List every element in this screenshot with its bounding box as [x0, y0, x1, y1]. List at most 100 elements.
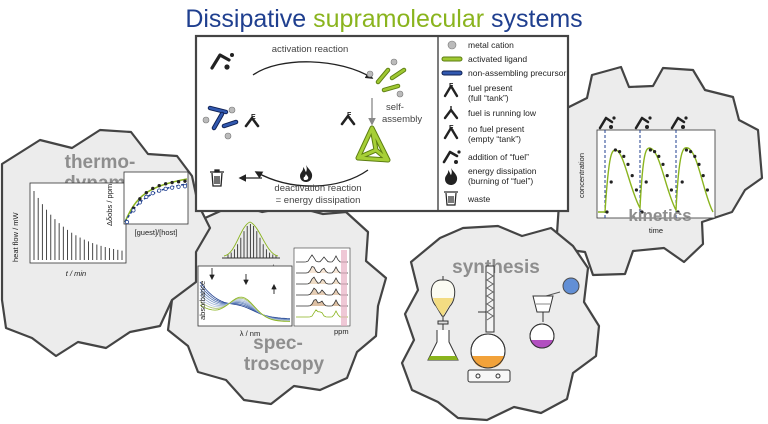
kinetics-point	[622, 154, 626, 158]
kinetics-point	[605, 210, 609, 214]
deactivation-label-line1: deactivation reaction	[274, 183, 361, 194]
legend-waste	[444, 191, 458, 206]
heat-flow-axis-label: heat flow / mW	[11, 211, 20, 262]
spectroscopy-title-line1: spec-	[253, 333, 303, 354]
titration-point	[150, 191, 155, 196]
kinetics-point	[669, 188, 674, 192]
nmr-trace-fill	[296, 299, 348, 306]
nmr-trace-fill	[296, 288, 348, 295]
nmr-trace-fill	[296, 277, 348, 284]
legend-fuel-low: fuel is running low	[443, 106, 537, 120]
kinetics-point	[657, 154, 661, 158]
legend-fuel-empty-glyph: E	[449, 125, 454, 132]
legend-dissipation: energy dissipation (burning of “fuel”)	[445, 166, 537, 186]
title-part-dissipative: Dissipative	[185, 5, 313, 33]
legend-non-assembling-text: non-assembling precursor	[468, 68, 566, 78]
titration-point	[163, 186, 168, 191]
self-assembly-label-line1: self-	[386, 102, 404, 113]
legend-activated-ligand-text: activated ligand	[468, 54, 527, 64]
fuel-addition-icon	[634, 116, 652, 130]
lambda-axis-label: λ / nm	[240, 329, 260, 338]
legend-non-assembling: non-assembling precursor	[441, 68, 566, 78]
activation-reaction-label: activation reaction	[272, 44, 349, 55]
kinetics-fuel-additions	[598, 116, 688, 130]
fuel-present-icon: F	[340, 112, 356, 126]
nmr-trace	[296, 254, 348, 263]
guest-host-axis-label: [guest]/[host]	[135, 228, 178, 237]
legend: metal cation activated ligand non-assemb…	[441, 40, 566, 206]
tetrahedral-cage	[355, 125, 391, 163]
titration-point	[137, 200, 142, 205]
reflux-setup-icon	[467, 265, 511, 383]
kinetics-point	[676, 210, 680, 214]
uv-vis-plot: absorbance λ / nm	[197, 265, 293, 338]
kinetics-point	[626, 162, 630, 166]
legend-fuel-low-text: fuel is running low	[468, 108, 537, 118]
titration-point	[163, 182, 168, 186]
titration-point	[157, 183, 161, 188]
legend-dissipation-text2: (burning of “fuel”)	[468, 176, 533, 186]
thermo-title-line1: thermo-	[65, 152, 136, 173]
nmr-trace	[296, 266, 348, 274]
legend-no-fuel-text2: (empty “tank”)	[468, 134, 521, 144]
kinetics-point	[613, 148, 618, 152]
fuel-addition-icon	[598, 116, 616, 130]
titration-point	[144, 190, 149, 195]
waste-bin-icon	[210, 169, 224, 187]
legend-no-fuel-text1: no fuel present	[468, 124, 525, 134]
kinetics-point	[640, 210, 644, 214]
legend-dissipation-text1: energy dissipation	[468, 166, 537, 176]
legend-addition-fuel: addition of “fuel”	[442, 150, 529, 164]
cycle-panel	[194, 34, 570, 213]
kinetics-point	[701, 174, 705, 178]
titration-point	[183, 179, 187, 183]
filtration-setup-icon	[529, 277, 580, 349]
titration-point	[176, 184, 181, 189]
legend-fuel-present-text1: fuel present	[468, 83, 513, 93]
kinetics-point	[661, 162, 665, 166]
title-part-supramolecular: supramolecular	[313, 5, 484, 33]
time-axis-label-kinetics: time	[649, 226, 663, 235]
no-fuel-icon: E	[244, 114, 260, 128]
legend-fuel-present: F fuel present (full “tank”)	[443, 83, 513, 103]
legend-fuel-full-glyph: F	[449, 83, 454, 90]
titration-point	[170, 185, 175, 190]
nmr-trace	[296, 276, 348, 285]
legend-addition-fuel-text: addition of “fuel”	[468, 152, 529, 162]
legend-fuel-present-text2: (full “tank”)	[468, 93, 509, 103]
kinetics-point	[665, 174, 669, 178]
concentration-axis-label: concentration	[577, 153, 586, 198]
legend-metal-cation-text: metal cation	[468, 40, 514, 50]
nmr-trace	[296, 309, 348, 318]
kinetics-point	[693, 154, 697, 158]
legend-activated-ligand: activated ligand	[441, 54, 527, 64]
nmr-trace	[296, 299, 348, 307]
flame-icon	[300, 165, 313, 182]
titration-point	[151, 186, 155, 191]
titration-point	[138, 197, 142, 201]
fuel-empty-glyph: E	[251, 114, 256, 121]
titration-point	[131, 208, 136, 213]
legend-metal-cation: metal cation	[447, 40, 514, 50]
uv-spectrum-trace	[199, 288, 291, 320]
kinetics-point	[648, 148, 653, 152]
kinetics-plot: concentration time kinetics	[577, 129, 716, 235]
cycle-fuel-addition-icon	[210, 53, 234, 70]
activation-arrow	[252, 61, 374, 79]
uv-spectrum-trace	[199, 296, 291, 322]
self-assembly-label-line2: assembly	[382, 114, 422, 125]
nmr-spectra: ppm	[293, 247, 351, 336]
kinetics-point	[609, 180, 613, 184]
titration-point	[170, 180, 174, 185]
kinetics-point	[689, 150, 693, 154]
titration-point	[144, 194, 149, 200]
ppm-axis-label: ppm	[334, 327, 349, 336]
kinetics-point	[684, 148, 689, 152]
kinetics-point	[705, 188, 710, 192]
titration-point	[124, 219, 130, 225]
titration-point	[176, 180, 181, 184]
spectroscopy-title-line2: troscopy	[244, 354, 325, 375]
kinetics-title: kinetics	[628, 206, 691, 225]
kinetics-point	[644, 180, 648, 184]
titration-point	[157, 188, 162, 193]
